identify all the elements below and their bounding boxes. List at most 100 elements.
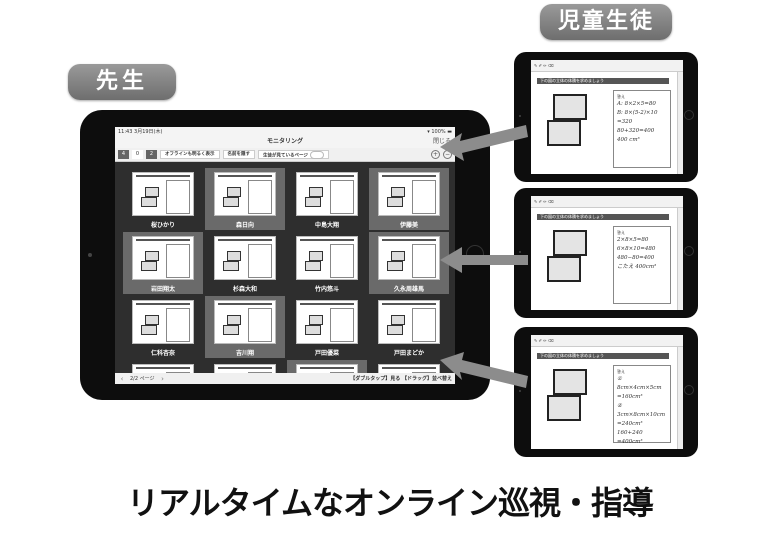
student-tile[interactable]: 戸田まどか [369,296,449,358]
student-label: 児童生徒 [540,4,672,40]
student-name: 伊藤美 [399,222,418,229]
show-offline-button[interactable]: オフラインも明るく表示 [160,150,220,159]
answer-line: 480−80=400 [617,255,655,261]
student-tile[interactable]: 杉森大和 [205,232,285,294]
student-name: 吉川翔 [235,350,254,357]
student-thumbnail [132,172,194,216]
student-name: 竹内悠斗 [314,286,339,293]
answer-line: B: 8×(5-2)×10 [617,110,658,116]
side-panel [677,72,683,174]
student-tile[interactable]: 桜ひかり [123,168,203,230]
answer-line: 2×8×5=80 [617,237,649,243]
student-name: 仁科杏奈 [150,350,175,357]
pen-toolbar[interactable]: ✎ ✐ ✏ ⌫ [531,196,683,208]
student-thumbnail [296,300,358,344]
count-badge[interactable]: 2 [146,150,157,159]
answer-line: こたえ 400cm³ [617,264,657,270]
answer-line: A: 8×2×5=80 [617,101,656,107]
toggle-switch[interactable] [309,151,324,159]
student-thumbnail [132,236,194,280]
student-tile[interactable]: 仁科杏奈 [123,296,203,358]
student-name: 戸田優菜 [314,350,339,357]
answer-line: ② 3cm×8cm×10cm [617,403,666,418]
answer-line: =320 [617,119,633,125]
hide-names-button[interactable]: 名前を隠す [222,150,255,159]
student-thumbnail [378,300,440,344]
student-tile[interactable]: 中島大翔 [287,168,367,230]
footer-bar: ‹ 2/2 ページ › 【ダブルタップ】見る 【ドラッグ】並べ替え [115,373,455,384]
student-name: 杉森大和 [232,286,257,293]
student-grid: 桜ひかり 森日向 中島大翔 伊藤美岩田翔太 杉森大和 竹内悠斗 久永周雄馬仁科杏奈 吉川翔 戸田… [123,168,449,384]
student-tile[interactable]: 戸田優菜 [287,296,367,358]
next-page-button[interactable]: › [161,374,164,383]
zoom-in-icon[interactable]: + [431,150,440,159]
student-tile[interactable]: 久永周雄馬 [369,232,449,294]
prev-page-button[interactable]: ‹ [120,374,124,383]
home-button [684,246,694,256]
camera [88,253,92,257]
answer-line: =400cm³ [617,439,643,445]
answer-line: 400 cm³ [617,137,640,143]
teacher-tablet: 11:43 3月19日(木) ▾ 100% ▬ モニタリング 閉じる 4 0 2… [80,110,490,400]
page-title: モニタリング [266,138,303,145]
status-date: 3月19日(木) [134,129,163,135]
student-thumbnail [214,236,276,280]
arrow-icon [440,125,528,161]
answer-line: ① 8cm×4cm×5cm [617,376,662,391]
answer-line: 80+320=400 [617,128,655,134]
question-bar: 下の図の立体の体積を求めましょう [537,214,669,220]
gesture-hint: 【ダブルタップ】見る 【ドラッグ】並べ替え [350,376,452,382]
toolbar: 4 0 2 オフラインも明るく表示 名前を隠す 生徒が見ているページ + − [115,148,455,162]
solid-figure [547,94,593,152]
pen-toolbar[interactable]: ✎ ✐ ✏ ⌫ [531,335,683,347]
student-name: 岩田翔太 [150,286,175,293]
question-bar: 下の図の立体の体積を求めましょう [537,78,669,84]
student-tile[interactable]: 岩田翔太 [123,232,203,294]
count-badge[interactable]: 4 [118,150,129,159]
student-page-toggle[interactable]: 生徒が見ているページ [258,150,329,159]
student-thumbnail [378,172,440,216]
pen-toolbar[interactable]: ✎ ✐ ✏ ⌫ [531,60,683,72]
question-bar: 下の図の立体の体積を求めましょう [537,353,669,359]
teacher-label: 先生 [68,64,176,100]
home-button [684,110,694,120]
close-button[interactable]: 閉じる [432,138,451,145]
solid-figure [547,369,593,427]
student-name: 森日向 [235,222,254,229]
battery-indicator: ▾ 100% ▬ [427,128,452,135]
answer-line: 6×8×10=480 [617,246,656,252]
student-name: 戸田まどか [393,350,424,357]
count-badge[interactable]: 0 [132,150,143,159]
side-panel [677,208,683,310]
student-tile[interactable]: 森日向 [205,168,285,230]
answer-line: 160+240 [617,430,643,436]
student-tile[interactable]: 伊藤美 [369,168,449,230]
caption: リアルタイムなオンライン巡視・指導 [126,484,654,522]
answer-line: =240cm³ [617,421,643,427]
solid-figure [547,230,593,288]
student-tile[interactable]: 竹内悠斗 [287,232,367,294]
student-tile[interactable]: 吉川翔 [205,296,285,358]
monitoring-screen: 11:43 3月19日(木) ▾ 100% ▬ モニタリング 閉じる 4 0 2… [115,127,455,384]
student-thumbnail [214,172,276,216]
student-thumbnail [296,172,358,216]
student-thumbnail [296,236,358,280]
answer-line: =160cm³ [617,394,643,400]
student-name: 中島大翔 [314,222,339,229]
student-name: 桜ひかり [150,222,175,229]
side-panel [677,347,683,449]
student-thumbnail [214,300,276,344]
student-thumbnail [132,300,194,344]
home-button [684,385,694,395]
student-name: 久永周雄馬 [393,286,424,293]
student-thumbnail [378,236,440,280]
status-bar: 11:43 3月19日(木) ▾ 100% ▬ [115,127,455,136]
